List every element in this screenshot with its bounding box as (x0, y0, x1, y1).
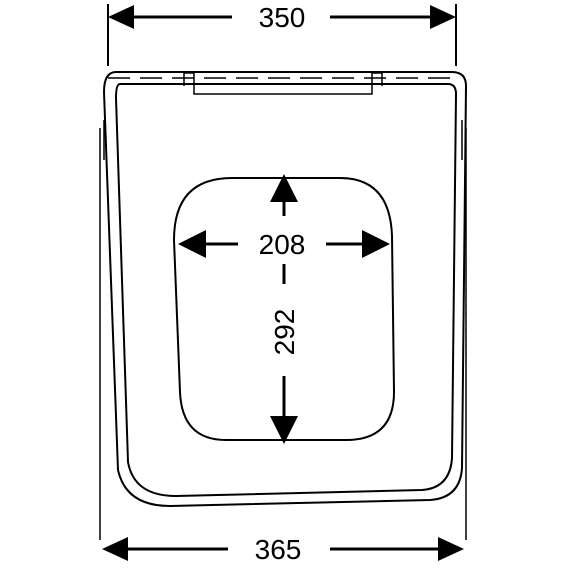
opening-width-label: 208 (259, 229, 306, 260)
opening-height-arrow-top (270, 174, 298, 202)
seat-inner-outline (115, 83, 457, 497)
hinge-notch-right (371, 72, 383, 86)
seat-outer-outline (103, 71, 467, 507)
opening-width-arrow-right (362, 230, 390, 258)
hinge-notch-left (183, 72, 195, 86)
top-arrow-left (108, 5, 134, 29)
opening-height-dimension: 292 (269, 174, 300, 444)
top-width-label: 350 (259, 2, 306, 33)
top-arrow-right (430, 5, 456, 29)
opening-width-dimension: 208 (178, 229, 390, 260)
opening-height-arrow-bottom (270, 416, 298, 444)
bottom-arrow-left (102, 537, 128, 561)
top-width-dimension: 350 (108, 2, 456, 33)
opening-height-label: 292 (269, 309, 300, 356)
bottom-width-dimension: 365 (102, 534, 464, 565)
bottom-width-label: 365 (255, 534, 302, 565)
hinge-bar (193, 86, 373, 95)
seat-drawing (99, 4, 467, 540)
opening-width-arrow-left (178, 230, 206, 258)
bottom-arrow-right (438, 537, 464, 561)
